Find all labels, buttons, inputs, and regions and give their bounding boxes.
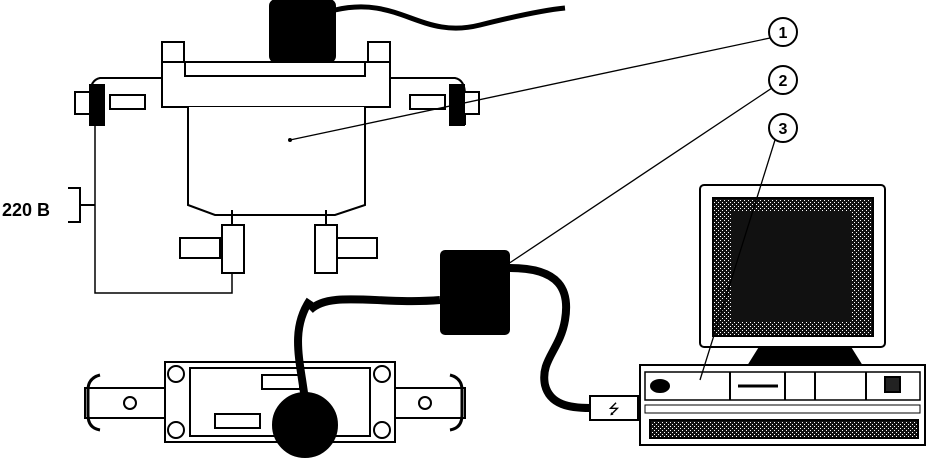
voltage-label: 220 В <box>2 200 50 220</box>
callout-2: 2 <box>768 65 798 95</box>
svg-text:3: 3 <box>779 121 788 138</box>
current-transformer-sensor <box>74 0 566 294</box>
voltage-terminal <box>68 187 95 223</box>
svg-text:1: 1 <box>779 25 788 42</box>
computer <box>639 184 926 446</box>
leader-lines <box>289 37 776 381</box>
interface-adapter: ⭍ <box>307 250 639 421</box>
callout-3: 3 <box>768 113 798 143</box>
usb-plug: ⭍ <box>589 395 639 421</box>
usb-icon: ⭍ <box>608 402 620 418</box>
callout-1: 1 <box>768 17 798 47</box>
sensor-cable <box>334 4 566 31</box>
coil <box>269 0 336 63</box>
svg-text:2: 2 <box>779 73 788 90</box>
meter-unit <box>84 297 466 458</box>
wire <box>94 125 233 294</box>
clamp-sensor <box>272 392 338 458</box>
